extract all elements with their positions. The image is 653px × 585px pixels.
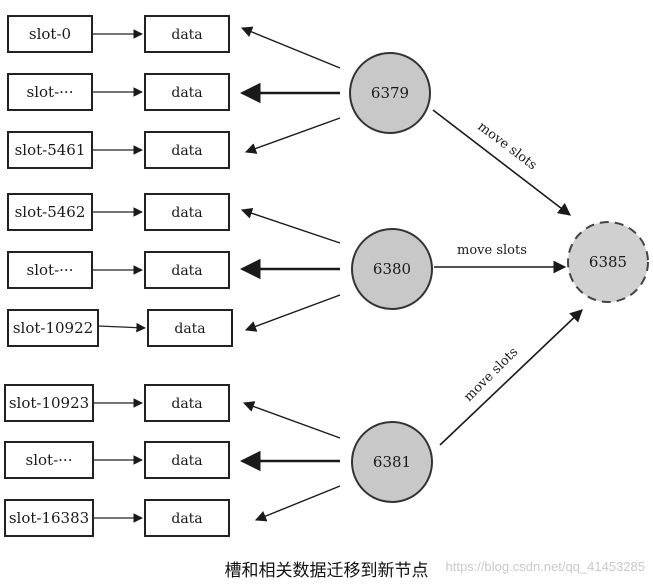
target-node-label: 6385 bbox=[589, 253, 627, 271]
data-label: data bbox=[171, 396, 202, 412]
slot-row: slot-0 data bbox=[7, 15, 230, 53]
data-box bbox=[144, 193, 230, 231]
slot-label: slot-10923 bbox=[9, 394, 89, 412]
slot-row: slot-16383 data bbox=[4, 499, 230, 537]
slot-migration-diagram: slot-0 data slot-··· data slot-5461 data… bbox=[4, 15, 649, 537]
slot-label: slot-0 bbox=[29, 25, 71, 43]
slot-label: slot-··· bbox=[27, 83, 74, 101]
slot-row: slot-10923 data bbox=[4, 384, 230, 422]
data-label: data bbox=[171, 511, 202, 527]
move-slots-arrow-6381 bbox=[439, 309, 583, 446]
slot-row: slot-5462 data bbox=[7, 193, 230, 231]
watermark-text: https://blog.csdn.net/qq_41453285 bbox=[445, 559, 646, 574]
slot-box bbox=[7, 309, 99, 347]
node-label: 6379 bbox=[371, 84, 409, 102]
slot-label: slot-··· bbox=[26, 451, 73, 469]
node-6381 bbox=[351, 421, 433, 503]
data-box bbox=[144, 251, 230, 289]
slot-box bbox=[7, 251, 93, 289]
move-slots-label: move slots bbox=[457, 243, 527, 258]
data-box bbox=[144, 441, 230, 479]
slot-label: slot-5461 bbox=[15, 141, 86, 159]
data-label: data bbox=[171, 27, 202, 43]
node-label: 6380 bbox=[373, 260, 411, 278]
group-6381: slot-10923 data slot-··· data slot-16383… bbox=[4, 384, 433, 537]
data-label: data bbox=[171, 85, 202, 101]
slot-label: slot-16383 bbox=[9, 509, 89, 527]
node-label: 6381 bbox=[373, 453, 411, 471]
node-to-data-arrow bbox=[242, 401, 341, 439]
slot-row: slot-10922 data bbox=[7, 309, 233, 347]
slot-row: slot-5461 data bbox=[7, 131, 230, 169]
slot-label: slot-10922 bbox=[13, 319, 93, 337]
slot-box bbox=[7, 15, 93, 53]
data-label: data bbox=[171, 263, 202, 279]
node-6379 bbox=[349, 52, 431, 134]
slot-box bbox=[4, 441, 94, 479]
data-label: data bbox=[171, 205, 202, 221]
data-box bbox=[144, 73, 230, 111]
slot-label: slot-5462 bbox=[15, 203, 86, 221]
data-box bbox=[144, 499, 230, 537]
figure-caption: 槽和相关数据迁移到新节点 bbox=[224, 561, 429, 581]
slot-row: slot-··· data bbox=[4, 441, 230, 479]
data-box bbox=[144, 15, 230, 53]
node-to-data-arrow bbox=[240, 26, 341, 69]
data-box bbox=[147, 309, 233, 347]
group-6379: slot-0 data slot-··· data slot-5461 data… bbox=[7, 15, 431, 169]
node-6380 bbox=[351, 228, 433, 310]
data-label: data bbox=[174, 321, 205, 337]
slot-to-data-arrow bbox=[97, 322, 146, 333]
node-to-data-arrow bbox=[254, 485, 341, 522]
node-6385 bbox=[567, 221, 649, 303]
group-6380: slot-5462 data slot-··· data slot-10922 … bbox=[7, 193, 433, 347]
slot-row: slot-··· data bbox=[7, 251, 230, 289]
node-to-data-arrow bbox=[240, 207, 341, 244]
slot-box bbox=[4, 384, 94, 422]
move-slots-arrow-6379 bbox=[432, 109, 572, 216]
slot-label: slot-··· bbox=[27, 261, 74, 279]
slot-box bbox=[4, 499, 94, 537]
data-box bbox=[144, 131, 230, 169]
data-label: data bbox=[171, 453, 202, 469]
node-to-data-arrow bbox=[244, 117, 341, 154]
node-to-data-arrow bbox=[244, 294, 341, 332]
slot-box bbox=[7, 73, 93, 111]
slot-row: slot-··· data bbox=[7, 73, 230, 111]
move-slots-label: move slots bbox=[475, 119, 540, 173]
data-box bbox=[144, 384, 230, 422]
data-label: data bbox=[171, 143, 202, 159]
